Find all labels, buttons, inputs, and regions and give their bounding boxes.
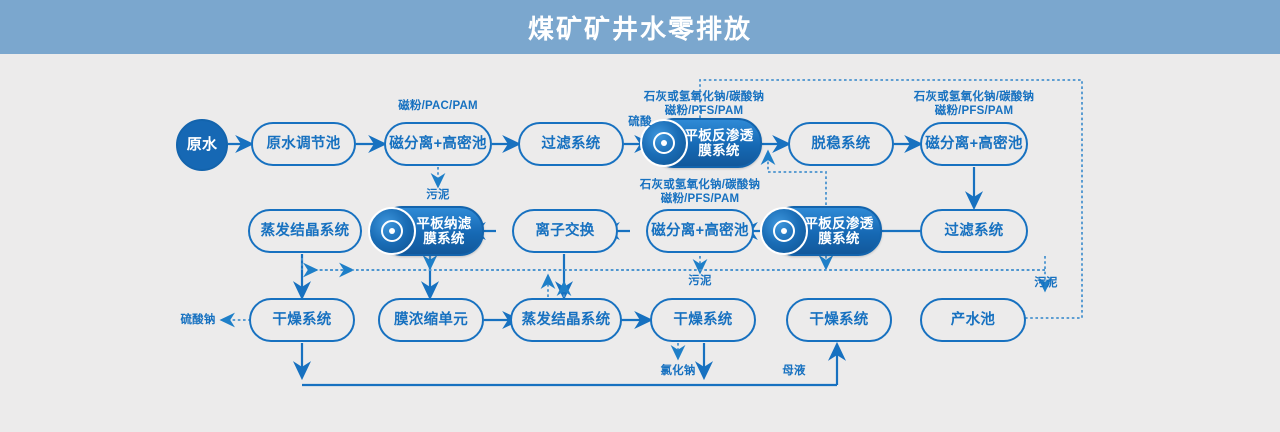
dotted-connectors-plain: [301, 258, 1045, 271]
node-filter-2-label: 过滤系统: [944, 222, 1004, 239]
node-raw-water-tank-label: 原水调节池: [266, 135, 341, 152]
node-evap-cryst-1[interactable]: 蒸发结晶系统: [248, 209, 362, 253]
annotation-mother-liquor: 母液: [782, 365, 806, 377]
annotation-sodium-chloride: 氯化钠: [660, 365, 696, 377]
node-flat-ro-2[interactable]: 平板反渗透 膜系统: [760, 206, 882, 256]
node-membrane-conc-label: 膜浓缩单元: [394, 311, 468, 328]
solid-connectors: [228, 134, 984, 385]
annotation-dose-lime-2: 石灰或氢氧化钠/碳酸钠 磁粉/PFS/PAM: [913, 91, 1035, 118]
annotation-sodium-sulfate: 硫酸钠: [180, 314, 216, 326]
annotation-sulfuric-acid: 硫酸: [628, 116, 652, 128]
annotation-dose-lime-1: 石灰或氢氧化钠/碳酸钠 磁粉/PFS/PAM: [643, 91, 765, 118]
node-evap-cryst-1-label: 蒸发结晶系统: [260, 222, 350, 239]
node-product-water-pool-label: 产水池: [950, 311, 996, 328]
node-flat-nf[interactable]: 平板纳滤 膜系统: [368, 206, 484, 256]
node-raw-water-tank[interactable]: 原水调节池: [251, 122, 356, 166]
annotation-dose-mag-pac-pam: 磁粉/PAC/PAM: [398, 100, 478, 112]
page-title: 煤矿矿井水零排放: [527, 13, 752, 44]
annotation-sludge-2: 污泥: [688, 275, 712, 287]
membrane-disc-icon: [760, 207, 808, 255]
node-flat-ro-1[interactable]: 平板反渗透 膜系统: [640, 118, 762, 168]
membrane-disc-icon: [368, 207, 416, 255]
membrane-disc-icon: [640, 119, 688, 167]
node-raw-water[interactable]: 原水: [176, 119, 228, 171]
node-evap-cryst-2[interactable]: 蒸发结晶系统: [510, 298, 622, 342]
node-filter-2[interactable]: 过滤系统: [920, 209, 1028, 253]
node-destab-label: 脱稳系统: [811, 135, 871, 152]
node-evap-cryst-2-label: 蒸发结晶系统: [521, 311, 611, 328]
node-dryer-3[interactable]: 干燥系统: [786, 298, 892, 342]
node-mag-sep-1-label: 磁分离+高密池: [389, 135, 487, 152]
node-dryer-1[interactable]: 干燥系统: [249, 298, 355, 342]
annotation-sludge-1: 污泥: [426, 189, 450, 201]
node-dryer-2[interactable]: 干燥系统: [650, 298, 756, 342]
node-dryer-3-label: 干燥系统: [809, 311, 869, 328]
node-raw-water-label: 原水: [186, 135, 218, 153]
annotation-dose-lime-3: 石灰或氢氧化钠/碳酸钠 磁粉/PFS/PAM: [639, 179, 761, 206]
node-ion-exchange[interactable]: 离子交换: [512, 209, 618, 253]
node-mag-sep-1[interactable]: 磁分离+高密池: [384, 122, 492, 166]
node-mag-sep-2-label: 磁分离+高密池: [925, 135, 1023, 152]
node-dryer-2-label: 干燥系统: [673, 311, 733, 328]
node-membrane-conc[interactable]: 膜浓缩单元: [378, 298, 484, 342]
node-mag-sep-3-label: 磁分离+高密池: [651, 222, 749, 239]
node-mag-sep-2[interactable]: 磁分离+高密池: [920, 122, 1028, 166]
annotation-sludge-3: 污泥: [1034, 277, 1058, 289]
node-dryer-1-label: 干燥系统: [272, 311, 332, 328]
page-header: 煤矿矿井水零排放: [0, 0, 1280, 54]
node-mag-sep-3[interactable]: 磁分离+高密池: [646, 209, 754, 253]
node-product-water-pool[interactable]: 产水池: [920, 298, 1026, 342]
node-ion-exchange-label: 离子交换: [535, 222, 595, 239]
node-filter-1-label: 过滤系统: [541, 135, 601, 152]
node-destab[interactable]: 脱稳系统: [788, 122, 894, 166]
